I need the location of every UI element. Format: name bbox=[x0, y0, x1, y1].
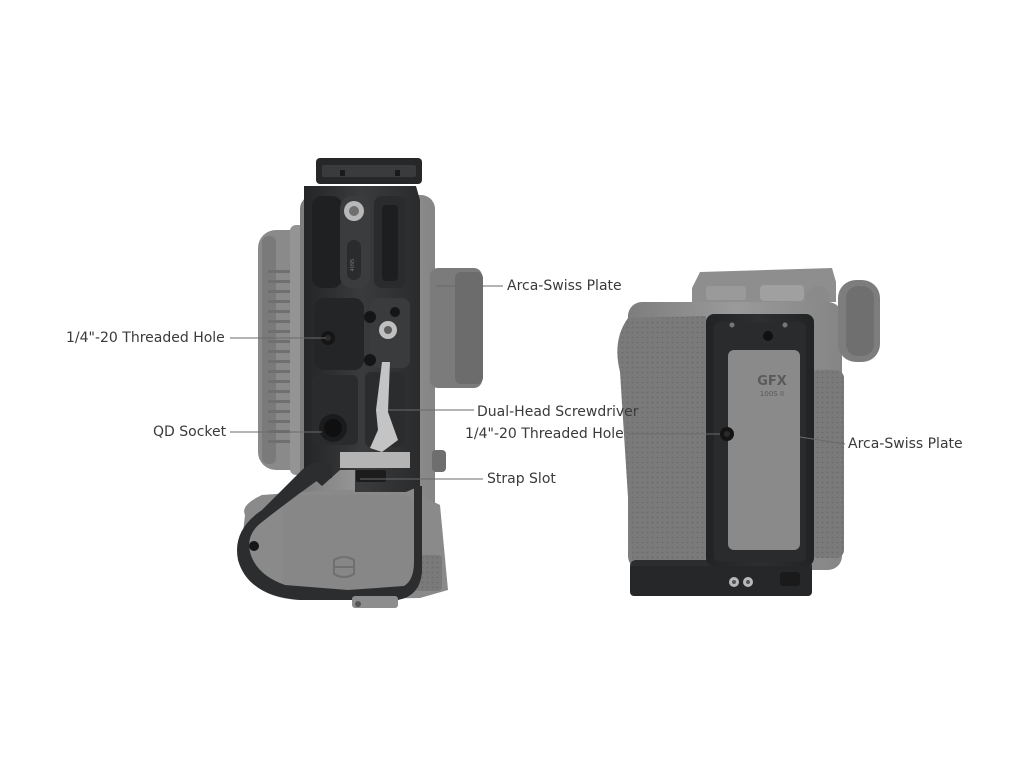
callout-arca-swiss-plate-left: Arca-Swiss Plate bbox=[507, 278, 622, 294]
callout-qd-socket: QD Socket bbox=[153, 424, 227, 440]
svg-text:4095: 4095 bbox=[350, 259, 356, 272]
camera-model-subtext: 100S II bbox=[760, 390, 784, 398]
callout-strap-slot: Strap Slot bbox=[487, 471, 556, 487]
leader-lines bbox=[230, 285, 846, 480]
callout-threaded-hole-right: 1/4"-20 Threaded Hole bbox=[465, 426, 624, 442]
callout-threaded-hole-left: 1/4"-20 Threaded Hole bbox=[66, 330, 225, 346]
right-back-view: GFX 100S II bbox=[617, 268, 880, 596]
l-bracket-side: 4095 bbox=[237, 158, 422, 608]
callout-arca-swiss-plate-right: Arca-Swiss Plate bbox=[848, 436, 963, 452]
left-side-view: 4095 bbox=[237, 158, 483, 608]
l-bracket-back: GFX 100S II bbox=[630, 314, 814, 596]
camera-model-text: GFX bbox=[757, 374, 787, 389]
callout-dual-head-screwdriver: Dual-Head Screwdriver bbox=[477, 404, 639, 420]
